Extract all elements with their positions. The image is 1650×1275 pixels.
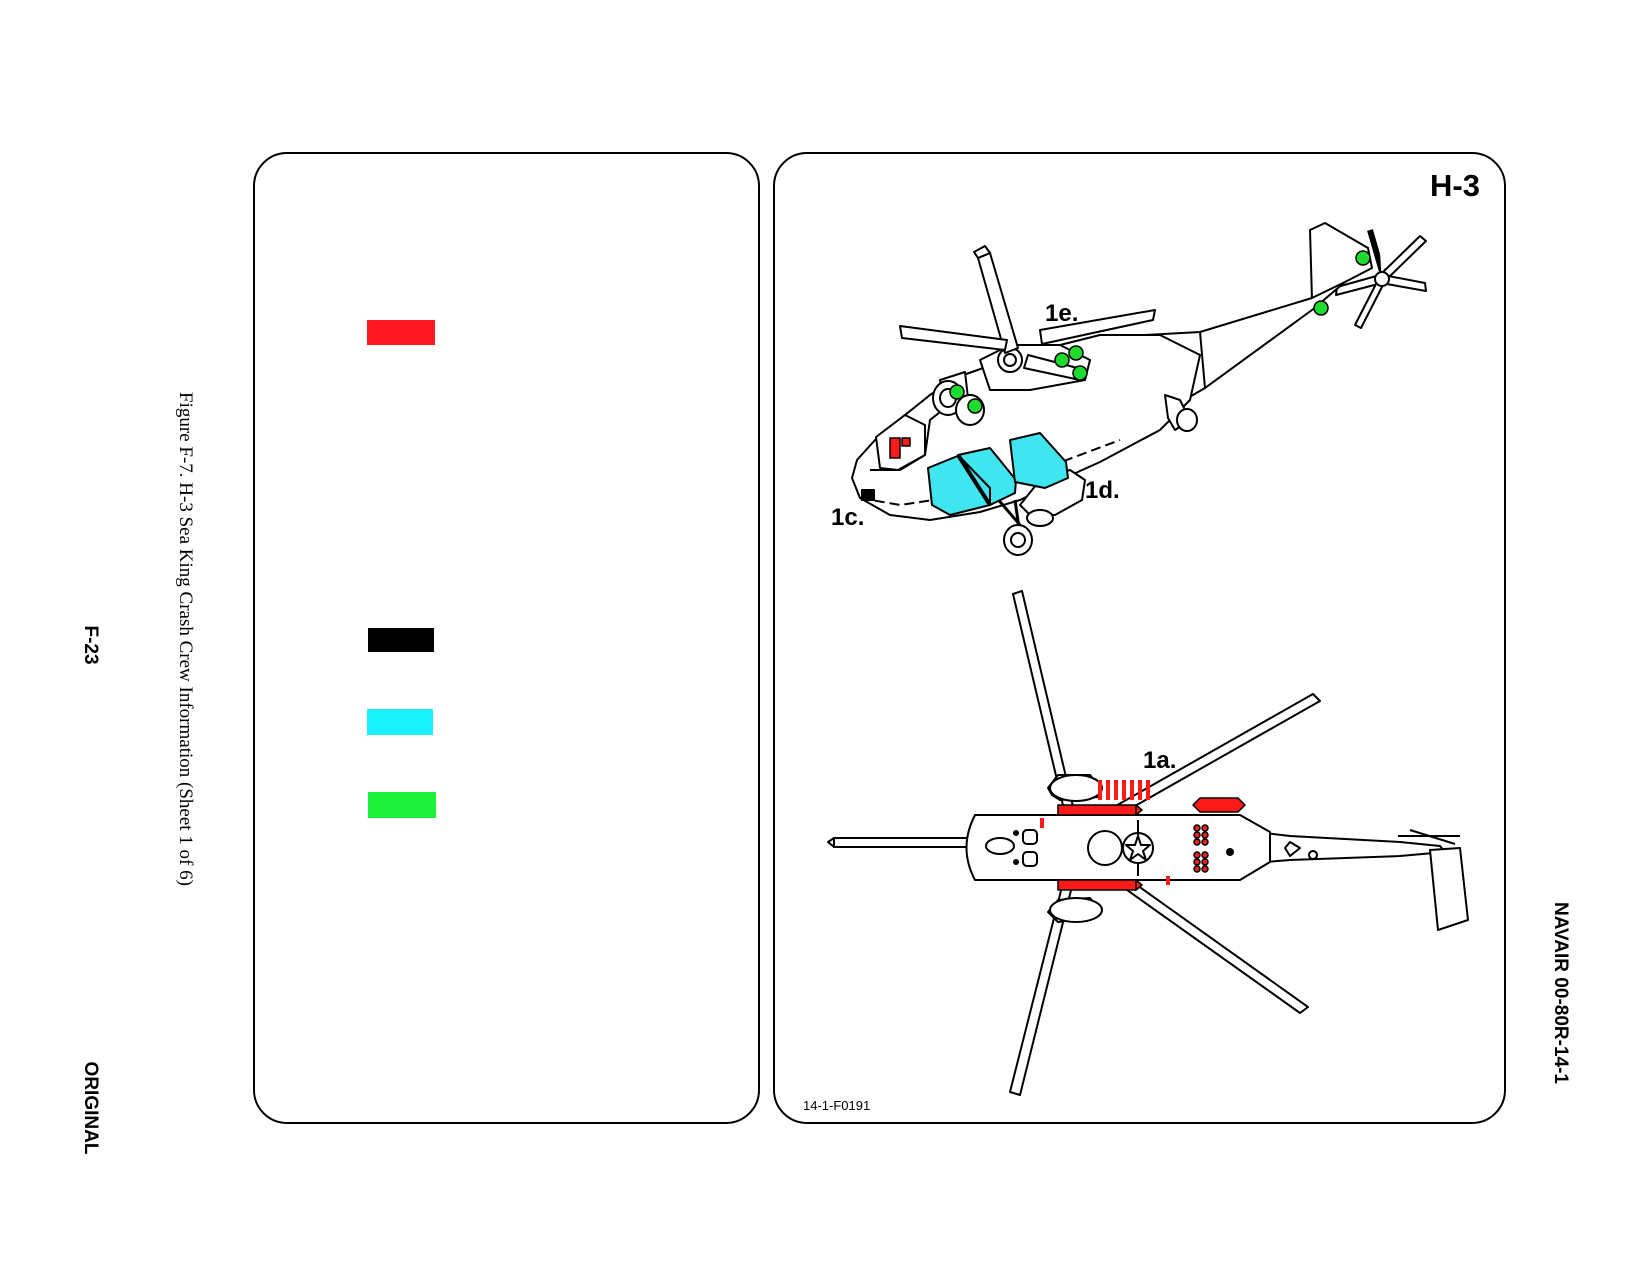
legend-swatch-green — [368, 792, 436, 818]
helicopter-top-view — [827, 590, 1469, 1096]
legend-swatch-red — [367, 320, 435, 345]
callout-1c: 1c. — [831, 504, 865, 531]
aircraft-label: H-3 — [1430, 168, 1480, 203]
callout-1e: 1e. — [1045, 300, 1079, 327]
legend-swatch-black — [368, 628, 434, 652]
figure-id: 14-1-F0191 — [803, 1098, 871, 1113]
tail-rotor — [1335, 229, 1427, 329]
legend-swatch-cyan — [367, 709, 433, 735]
legend-panel — [253, 152, 760, 1124]
green-markers — [949, 250, 1371, 414]
callout-1d: 1d. — [1085, 477, 1120, 504]
fuel-tanks — [927, 432, 1069, 516]
red-hazards — [1040, 780, 1246, 891]
callout-1a: 1a. — [1143, 747, 1177, 774]
helicopter-side-view — [851, 222, 1427, 556]
